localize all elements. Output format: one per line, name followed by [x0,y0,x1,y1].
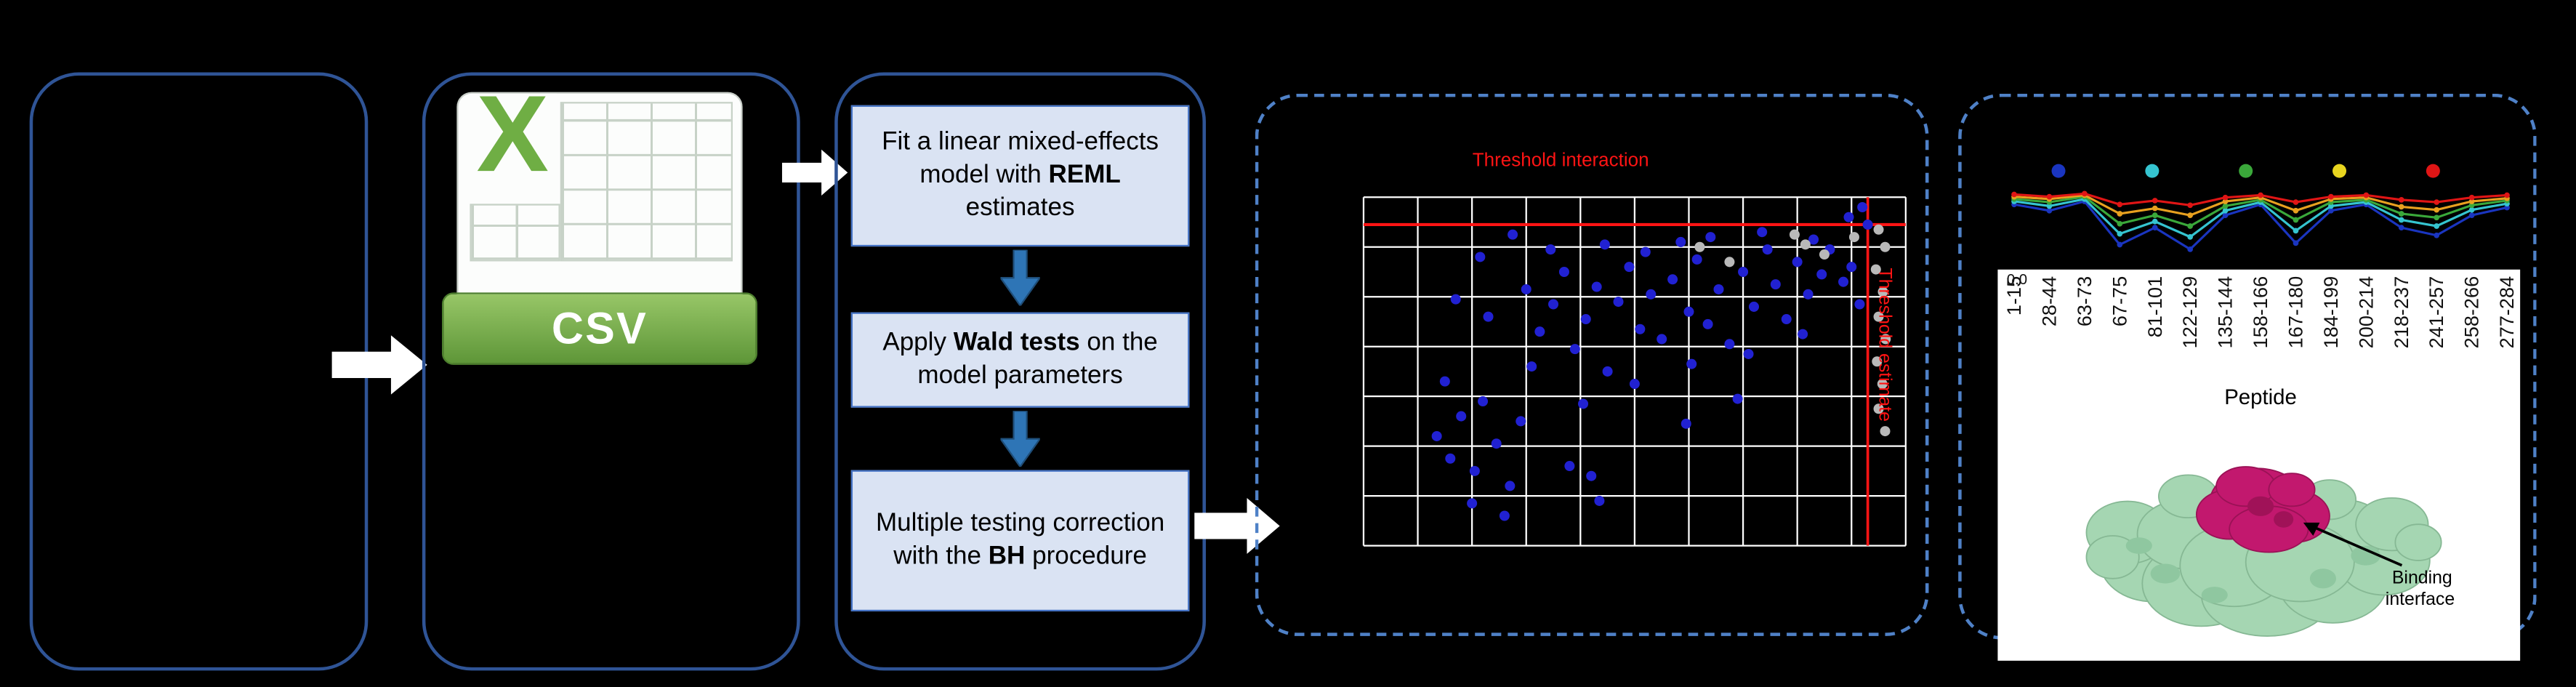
excel-x-letter: X [468,93,558,191]
peptide-tick-labels: 1-15 28-44 63-73 67-75 81-101 122-129 135-144 1… [2003,276,2518,349]
uptake-line-series [2011,190,2510,252]
flow-arrow-down-1 [1000,249,1040,306]
peptide-tick-label: 167-180 [2285,276,2307,349]
step-box-bh-correction: Multiple testing correction with the BH … [850,470,1190,612]
panel-csv-file [422,72,800,671]
panel-scatter-results [1255,93,1929,636]
step-box-wald-tests: Apply Wald tests on the model parameters [850,312,1190,408]
spreadsheet-grid [560,101,733,262]
peptide-tick-label: 67-75 [2108,276,2130,326]
peptide-tick-label: 277-284 [2495,276,2518,349]
x-axis-title: Peptide [2224,385,2297,409]
flow-arrow-down-2 [1000,411,1040,467]
peptide-tick-label: 258-266 [2460,276,2483,349]
protein-structure-illustration [2085,466,2442,637]
flow-arrow-right-1 [331,335,427,395]
csv-banner-label: CSV [551,303,648,353]
flow-arrow-right-2 [781,149,848,196]
threshold-estimate-label: Threshold estimate [1874,268,1895,422]
panel-statistical-steps [834,72,1206,671]
scatter-points-series-0 [1431,201,1873,521]
peptide-tick-label: 241-257 [2425,276,2447,349]
scatter-threshold-lines [1363,197,1906,546]
peptide-tick-label: 135-144 [2214,276,2237,349]
panel-input [29,72,369,671]
binding-interface-annotation: Binding interface [2303,522,2455,609]
step-text-3: Multiple testing correction with the BH … [875,510,1165,571]
binding-interface-label-line1: Binding [2392,568,2452,588]
peptide-tick-label: 1-15 [2003,276,2025,316]
peptide-tick-label: 184-199 [2319,276,2342,349]
scatter-points-series-1 [1694,224,1891,437]
peptide-tick-label: 28-44 [2037,276,2060,326]
spreadsheet-grid-lower [470,204,560,262]
peptide-tick-label: 81-101 [2144,276,2166,337]
peptide-tick-label: 200-214 [2354,276,2377,349]
peptide-tick-label: 63-73 [2073,276,2096,326]
step-box-reml-model: Fit a linear mixed-effects model with RE… [850,105,1190,247]
threshold-interaction-label: Threshold interaction [1472,150,1649,172]
timepoint-legend-dots [2051,164,2440,178]
binding-interface-label-line2: interface [2386,589,2455,609]
significance-scatter-plot [1362,196,1907,547]
y-axis-tick-0: 0.0 [2007,272,2027,288]
step-text-2: Apply Wald tests on the model parameters [882,329,1158,390]
csv-file-icon: X CSV [441,92,757,371]
peptide-tick-label: 158-166 [2249,276,2271,349]
csv-banner: CSV [441,292,757,365]
uptake-and-structure-figure: 0.0 1-15 28-44 63-73 67-75 81-101 122-129 135-… [1997,164,2521,661]
peptide-tick-label: 122-129 [2178,276,2201,349]
step-text-1: Fit a linear mixed-effects model with RE… [882,128,1159,222]
peptide-tick-label: 218-237 [2390,276,2412,349]
